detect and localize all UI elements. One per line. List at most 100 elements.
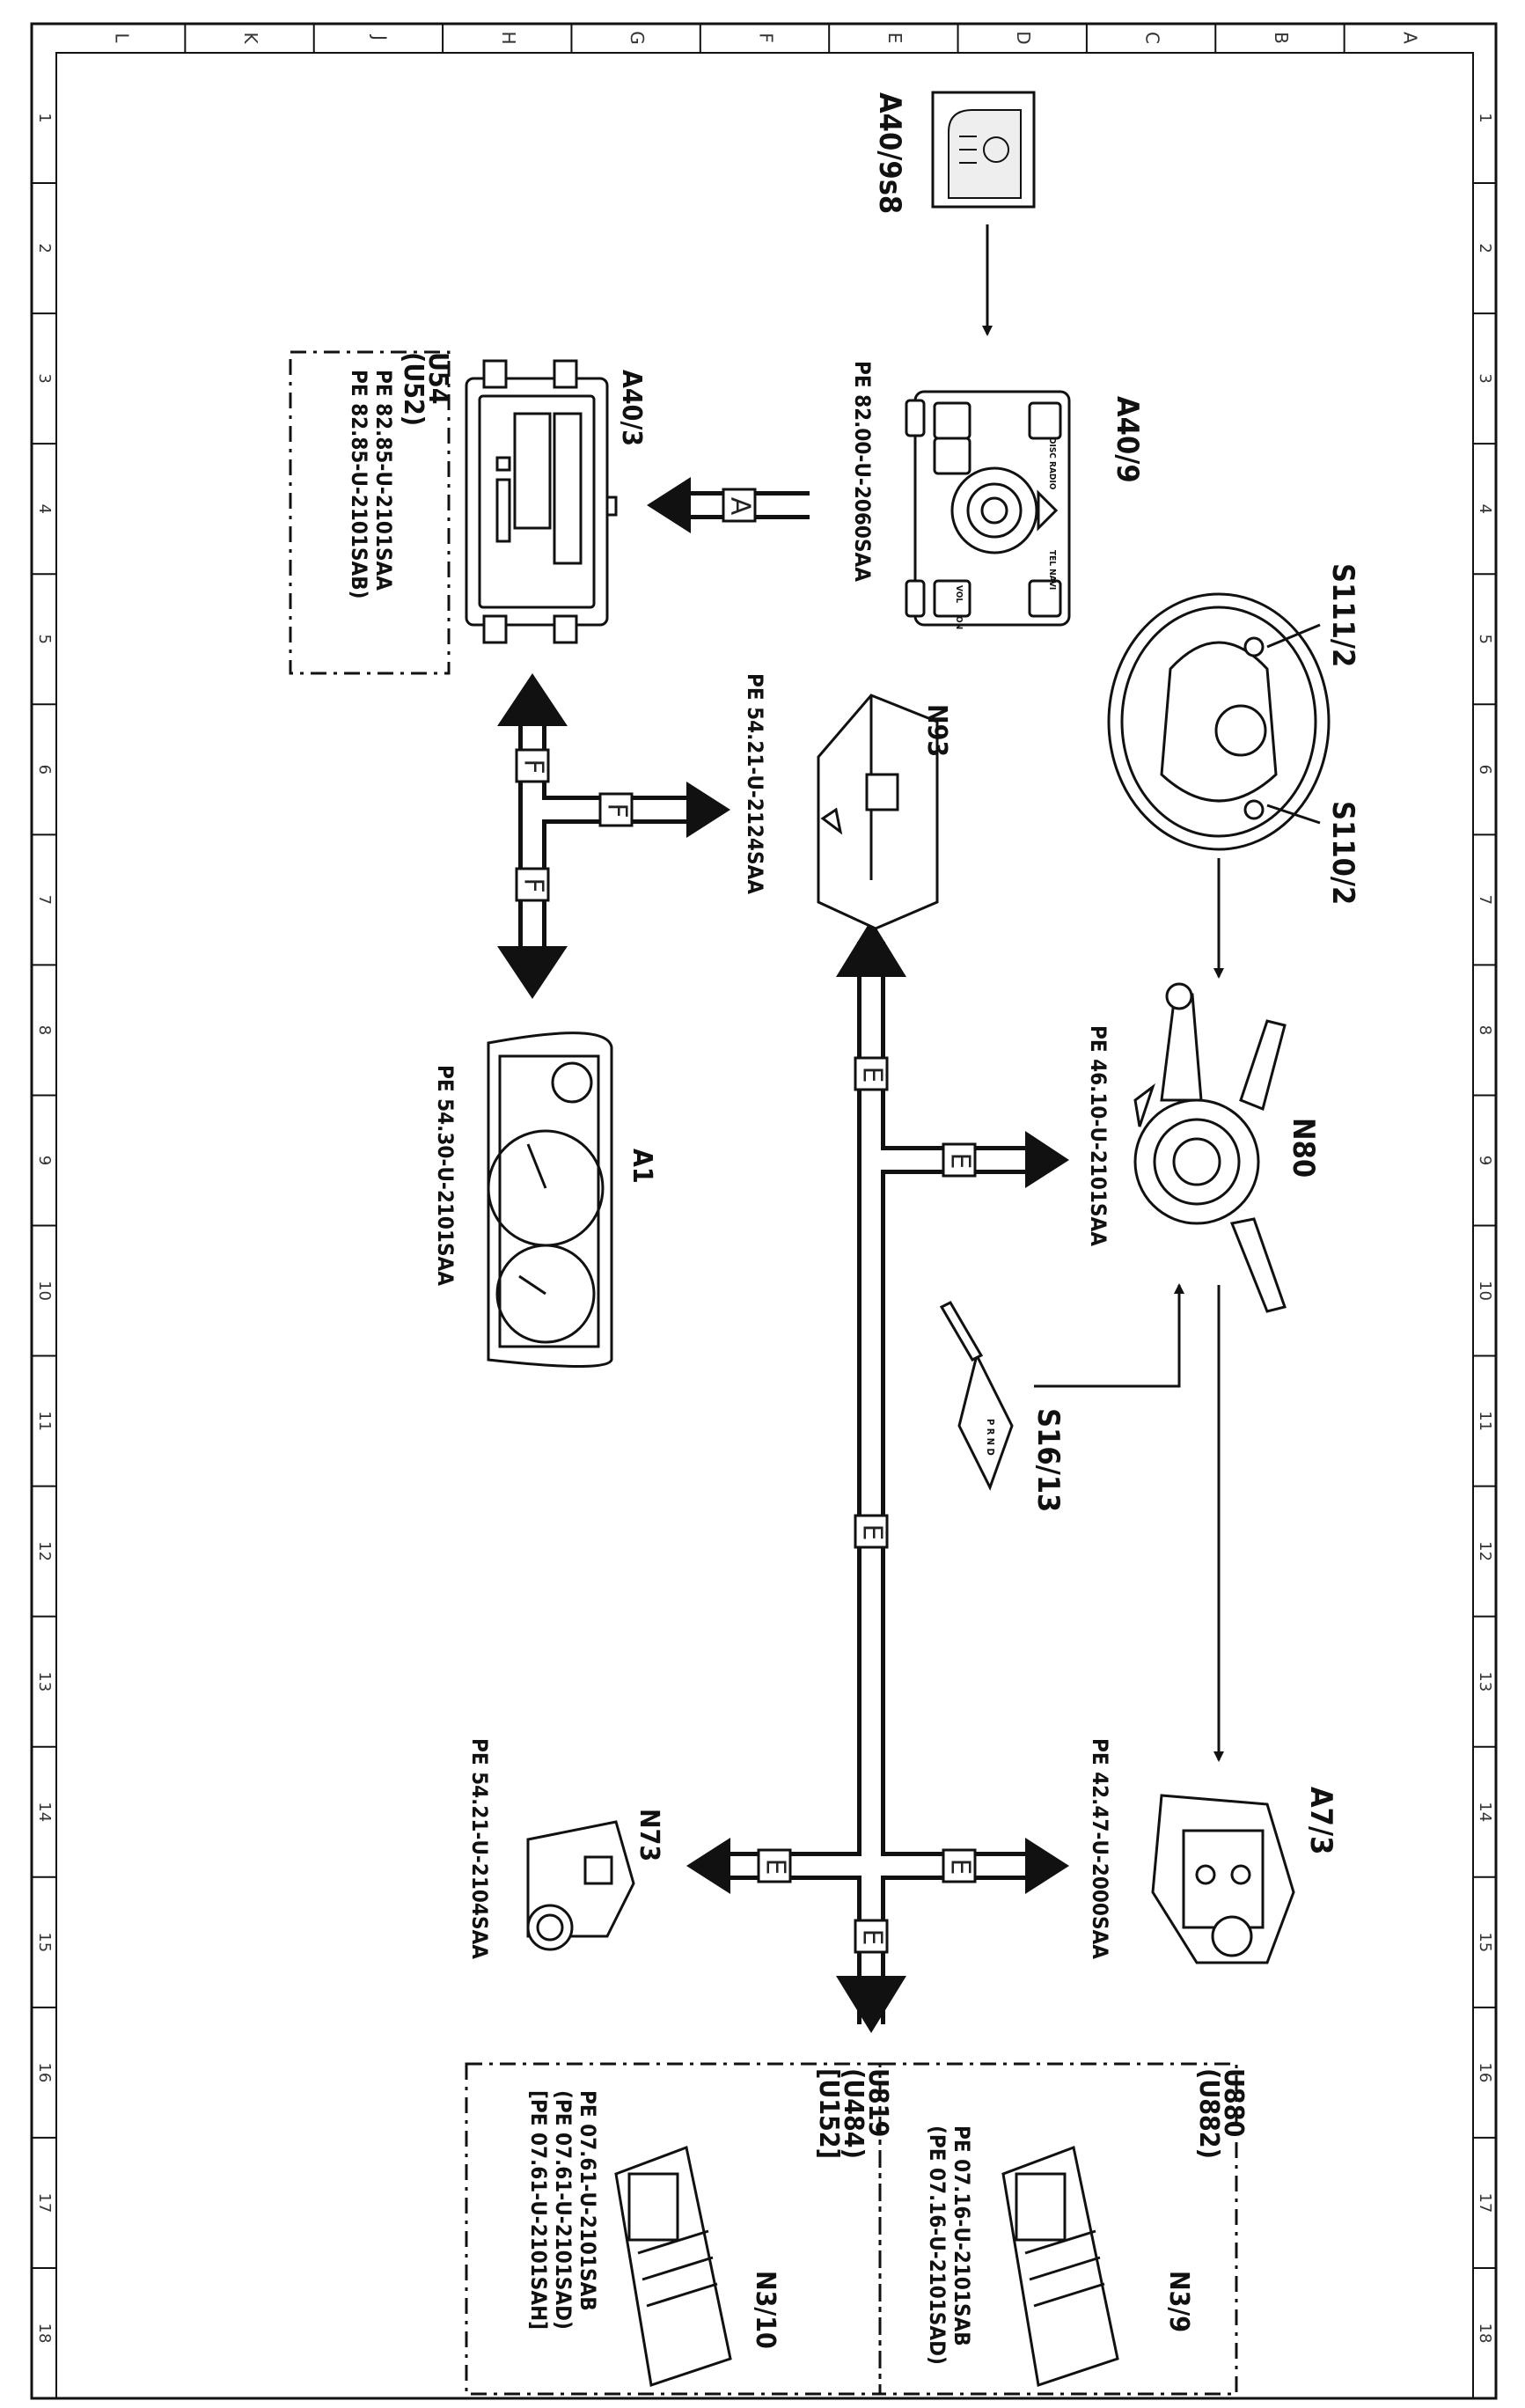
grid-column-b: B	[1271, 32, 1292, 44]
grid-column-g: G	[627, 31, 648, 45]
grid-row-11-right: 11	[1476, 1411, 1494, 1431]
n3-10-ref-1: PE 07.61-U-2101SAB	[576, 2090, 600, 2311]
a40-3-display	[465, 359, 618, 644]
signal-lines	[982, 224, 1224, 1762]
a40-9-button-on: ON	[954, 616, 964, 629]
s111-2-label: S111/2	[1325, 563, 1360, 667]
grid-row-1-right: 1	[1476, 113, 1494, 122]
grid-row-9-right: 9	[1476, 1156, 1494, 1165]
grid-column-k: K	[240, 32, 261, 44]
n3-10-code-1: U819	[862, 2068, 893, 2137]
svg-text:E: E	[857, 1067, 888, 1083]
u54-ref-2: PE 82.85-U-2101SAB)	[347, 370, 371, 599]
grid-row-10-left: 10	[35, 1281, 54, 1301]
n3-9-ecu	[1001, 2145, 1119, 2387]
grid-row-13-left: 13	[35, 1671, 54, 1692]
svg-text:E: E	[857, 1524, 888, 1541]
grid-column-j: J	[369, 33, 390, 40]
grid-row-18-right: 18	[1476, 2324, 1494, 2344]
n73-label: N73	[634, 1809, 664, 1861]
grid-row-8-left: 8	[35, 1025, 54, 1035]
n3-9-label: N3/9	[1163, 2271, 1194, 2332]
svg-text:F: F	[518, 759, 549, 774]
bus-e-label: E	[854, 1056, 889, 1091]
grid-row-17-right: 17	[1476, 2192, 1494, 2213]
a40-3-label: A40/3	[616, 370, 647, 446]
grid-row-14-left: 14	[35, 1802, 54, 1822]
n3-10-variant-box	[465, 2062, 882, 2396]
grid-row-1-left: 1	[35, 113, 54, 122]
a7-3-label: A7/3	[1303, 1787, 1338, 1854]
grid-column-a: A	[1399, 32, 1420, 44]
n3-9-ref-1: PE 07.16-U-2101SAB	[949, 2125, 974, 2346]
svg-text:E: E	[857, 1929, 888, 1946]
grid-row-16-left: 16	[35, 2062, 54, 2082]
grid-column-l: L	[112, 33, 133, 43]
n3-10-code-3: [U152]	[813, 2068, 844, 2159]
bus-f	[497, 673, 730, 999]
n93-label: N93	[921, 704, 952, 757]
a40-9-button-tel-navi: TEL NAVI	[1047, 550, 1057, 590]
grid-column-f: F	[756, 33, 777, 43]
n3-9-ref-2: (PE 07.16-U-2101SAD)	[925, 2125, 949, 2365]
svg-text:A: A	[725, 497, 756, 516]
u54-code-1: U54	[422, 352, 453, 404]
n93-module	[817, 694, 939, 930]
grid-row-7-right: 7	[1476, 895, 1494, 905]
bus-e-label: E	[854, 1919, 889, 1954]
s110-2-label: S110/2	[1325, 801, 1360, 905]
grid-row-13-right: 13	[1476, 1671, 1494, 1692]
grid-row-4-left: 4	[35, 503, 54, 513]
a1-ref: PE 54.30-U-2101SAA	[433, 1065, 458, 1286]
n73-module	[526, 1820, 635, 1951]
s16-13-label: S16/13	[1030, 1408, 1066, 1512]
n93-ref: PE 54.21-U-2124SAA	[743, 673, 767, 894]
a1-instrument-cluster	[487, 1031, 613, 1368]
svg-text:E: E	[945, 1859, 976, 1876]
grid-column-e: E	[884, 33, 905, 44]
steering-wheel	[1107, 592, 1331, 851]
grid-column-d: D	[1013, 31, 1034, 44]
n3-10-label: N3/10	[750, 2271, 781, 2349]
grid-row-5-right: 5	[1476, 635, 1494, 644]
n3-10-code-2: (U484)	[838, 2068, 869, 2159]
n80-label: N80	[1286, 1118, 1321, 1178]
u54-code-2: (U52)	[398, 352, 429, 426]
grid-row-11-left: 11	[35, 1411, 54, 1431]
grid-row-10-right: 10	[1476, 1281, 1494, 1301]
grid-row-8-right: 8	[1476, 1025, 1494, 1035]
svg-text:E: E	[945, 1153, 976, 1170]
grid-row-6-left: 6	[35, 765, 54, 775]
n3-9-code-2: (U882)	[1193, 2068, 1224, 2159]
grid-row-18-left: 18	[35, 2324, 54, 2344]
grid-row-2-left: 2	[35, 243, 54, 253]
grid-row-15-right: 15	[1476, 1932, 1494, 1952]
svg-text:F: F	[518, 877, 549, 892]
n80-ref: PE 46.10-U-2101SAA	[1086, 1025, 1111, 1246]
grid-row-15-left: 15	[35, 1932, 54, 1952]
grid-column-c: C	[1142, 32, 1163, 44]
a40-9s8-switch	[931, 91, 1036, 209]
svg-text:F: F	[602, 803, 633, 818]
bus-f-label: F	[515, 748, 550, 783]
s16-13-gear-legend: P R N D	[985, 1419, 996, 1456]
bus-e-label: E	[757, 1848, 792, 1883]
grid-row-17-left: 17	[35, 2192, 54, 2213]
grid-row-3-right: 3	[1476, 373, 1494, 383]
a1-label: A1	[627, 1149, 657, 1184]
grid-column-h: H	[498, 31, 519, 44]
grid-row-2-right: 2	[1476, 243, 1494, 253]
n73-ref: PE 54.21-U-2104SAA	[467, 1738, 492, 1959]
s16-13-selector	[939, 1301, 1014, 1491]
grid-row-6-right: 6	[1476, 765, 1494, 775]
a7-3-module	[1151, 1794, 1295, 1964]
grid-row-14-right: 14	[1476, 1802, 1494, 1822]
n3-9-code-1: U880	[1218, 2068, 1249, 2137]
a40-9-button-vol: VOL	[954, 585, 964, 603]
bus-e-label: E	[942, 1848, 977, 1883]
a7-3-ref: PE 42.47-U-2000SAA	[1088, 1738, 1112, 1959]
bus-a-label: A	[722, 488, 757, 523]
a40-9-control-panel	[905, 390, 1071, 627]
